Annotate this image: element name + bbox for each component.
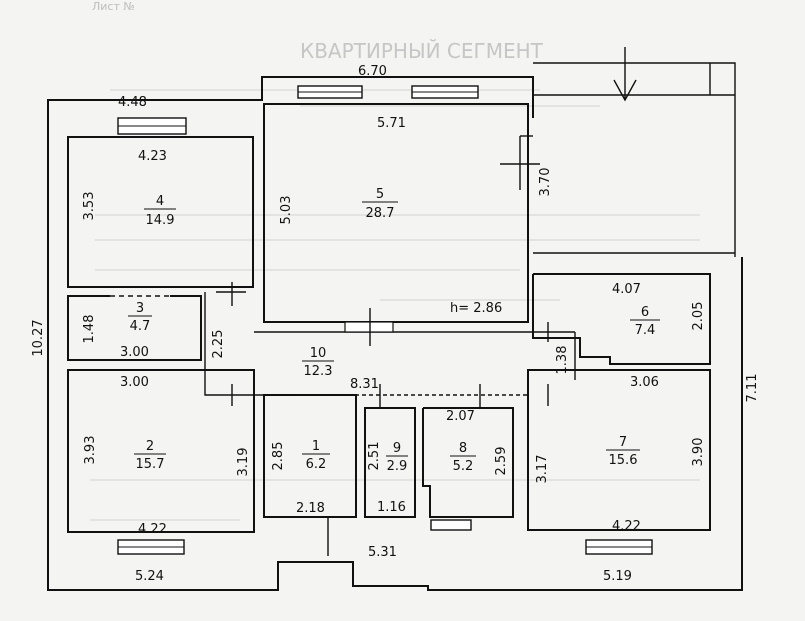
room-dim: 1.48 (82, 315, 97, 344)
room-dim: 4.07 (612, 282, 641, 297)
room-number: 6 (641, 305, 649, 320)
room-7: 7 15.6 3.06 3.17 3.90 4.22 (535, 375, 706, 534)
room-4-outline (67, 136, 254, 288)
room-dim: 3.00 (120, 375, 149, 390)
room-dim: 2.51 (367, 442, 382, 471)
room-number: 7 (619, 435, 627, 450)
room-number: 4 (156, 194, 164, 209)
room-dim: 3.70 (538, 168, 553, 197)
room-dim: 2.59 (494, 447, 509, 476)
room-dim: 3.53 (82, 192, 97, 221)
room-dim: 5.03 (279, 196, 294, 225)
doors (216, 135, 549, 556)
dim-bottom-right: 5.19 (603, 569, 632, 584)
room-area: 6.2 (306, 457, 327, 472)
room-dim: 2.25 (211, 330, 226, 359)
room-dim: 3.06 (630, 375, 659, 390)
room-9: 9 2.9 2.51 1.16 (367, 441, 408, 515)
dim-top-left: 4.48 (118, 95, 147, 110)
room-dim: 4.22 (612, 519, 641, 534)
room-dim: 2.05 (691, 302, 706, 331)
outer-dimension-labels: 4.48 6.70 10.27 7.11 5.24 5.31 5.19 (31, 64, 760, 584)
room-5: 5 28.7 5.71 5.03 3.70 h= 2.86 (279, 116, 553, 316)
room-dim: 4.22 (138, 522, 167, 537)
room-number: 10 (310, 346, 327, 361)
room-8-outline (422, 407, 514, 518)
header-fragment-title: КВАРТИРНЫЙ СЕГМЕНТ (300, 39, 544, 63)
room-outlines (67, 103, 711, 533)
room-area: 5.2 (453, 459, 474, 474)
room-area: 14.9 (146, 213, 175, 228)
room-7-outline (527, 369, 711, 531)
room-6: 6 7.4 4.07 2.05 (612, 282, 706, 338)
room-dim: 3.90 (691, 438, 706, 467)
dim-top-middle: 6.70 (358, 64, 387, 79)
room-dim: 8.31 (350, 377, 379, 392)
room-dim: 3.19 (236, 448, 251, 477)
dim-left-height: 10.27 (31, 319, 46, 356)
dim-bottom-left: 5.24 (135, 569, 164, 584)
room-10: 10 12.3 2.25 8.31 1.38 (211, 330, 570, 392)
room-number: 2 (146, 439, 154, 454)
room-number: 3 (136, 301, 144, 316)
room-dim: 5.71 (377, 116, 406, 131)
windows (117, 85, 653, 555)
room-dim: 2.07 (446, 409, 475, 424)
room-dim: 1.16 (377, 500, 406, 515)
header-fragment-top-left: Лист № (92, 0, 135, 13)
room-area: 28.7 (366, 206, 395, 221)
room-number: 5 (376, 187, 384, 202)
dim-right-height: 7.11 (745, 374, 760, 403)
room-2: 2 15.7 3.00 3.93 3.19 4.22 (83, 375, 251, 537)
room-dim: 2.85 (271, 442, 286, 471)
room-dim: 3.17 (535, 455, 550, 484)
corridor-outline (204, 292, 264, 396)
room-3: 3 4.7 1.48 3.00 (82, 301, 152, 360)
room-2-outline (67, 369, 255, 533)
room-4: 4 14.9 4.23 3.53 (82, 149, 176, 228)
room-dim: 2.18 (296, 501, 325, 516)
room-1: 1 6.2 2.85 2.18 (271, 439, 330, 516)
dim-bottom-middle: 5.31 (368, 545, 397, 560)
outer-walls (47, 47, 743, 591)
room-number: 8 (459, 441, 467, 456)
room-number: 1 (312, 439, 320, 454)
room-area: 2.9 (387, 459, 408, 474)
room-dim: 3.00 (120, 345, 149, 360)
room-dim: 3.93 (83, 436, 98, 465)
room-8: 8 5.2 2.07 2.59 (446, 409, 509, 475)
room-number: 9 (393, 441, 401, 456)
room-area: 12.3 (304, 364, 333, 379)
room-area: 15.7 (136, 457, 165, 472)
room-area: 4.7 (130, 319, 151, 334)
ceiling-height-note: h= 2.86 (450, 301, 502, 316)
room-dim: 1.38 (555, 346, 570, 375)
room-area: 7.4 (635, 323, 656, 338)
room-5-outline (263, 103, 529, 323)
room-dim: 4.23 (138, 149, 167, 164)
room-area: 15.6 (609, 453, 638, 468)
